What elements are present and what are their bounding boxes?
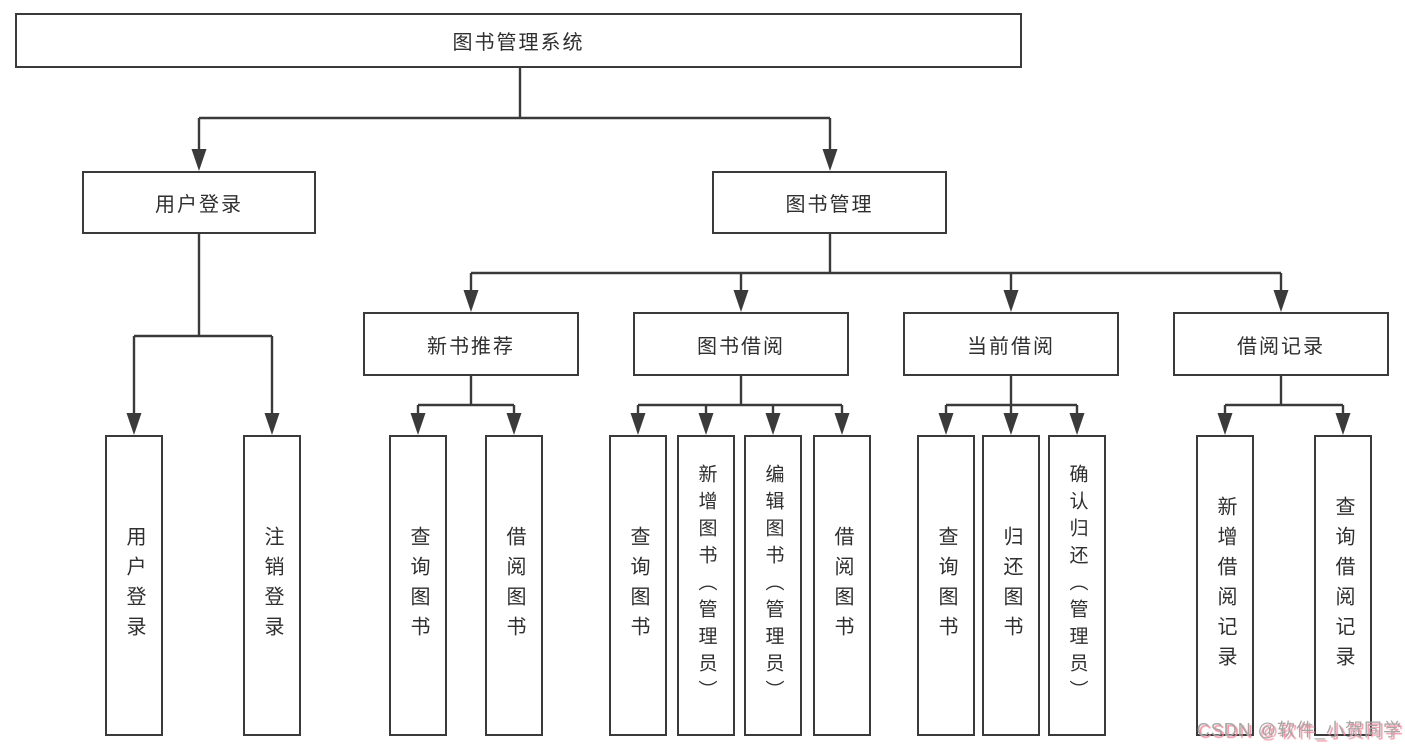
node-current-borrowing: 当前借阅 <box>903 312 1119 376</box>
node-new-book-recommendation-label: 新书推荐 <box>427 335 515 358</box>
csdn-watermark: CSDN @软件_小贺同学 <box>1196 720 1402 740</box>
node-root: 图书管理系统 <box>15 13 1022 68</box>
leaf-borrow-books: 借阅图书 <box>813 435 871 736</box>
leaf-add-book-admin: 新增图书（管理员） <box>677 435 735 736</box>
node-book-borrowing: 图书借阅 <box>633 312 849 376</box>
node-new-book-recommendation: 新书推荐 <box>363 312 579 376</box>
node-borrowing-records-label: 借阅记录 <box>1237 335 1325 358</box>
leaf-confirm-return-admin: 确认归还（管理员） <box>1048 435 1106 736</box>
node-book-management: 图书管理 <box>712 171 947 234</box>
leaf-edit-book-admin: 编辑图书（管理员） <box>744 435 802 736</box>
node-user-login-label: 用户登录 <box>155 194 243 216</box>
leaf-query-borrow-record: 查询借阅记录 <box>1314 435 1372 736</box>
leaf-user-login: 用户登录 <box>105 435 163 736</box>
node-user-login: 用户登录 <box>82 171 316 234</box>
leaf-borrow-books-recommend: 借阅图书 <box>485 435 543 736</box>
leaf-query-books-current: 查询图书 <box>917 435 975 736</box>
leaf-query-books-recommend: 查询图书 <box>389 435 447 736</box>
leaf-query-books-borrow: 查询图书 <box>609 435 667 736</box>
node-root-label: 图书管理系统 <box>452 32 585 54</box>
node-borrowing-records: 借阅记录 <box>1173 312 1389 376</box>
node-book-management-label: 图书管理 <box>785 194 874 216</box>
leaf-add-borrow-record: 新增借阅记录 <box>1196 435 1254 736</box>
node-book-borrowing-label: 图书借阅 <box>697 335 785 358</box>
leaf-logout: 注销登录 <box>243 435 301 736</box>
node-current-borrowing-label: 当前借阅 <box>967 335 1055 358</box>
leaf-return-books: 归还图书 <box>982 435 1040 736</box>
